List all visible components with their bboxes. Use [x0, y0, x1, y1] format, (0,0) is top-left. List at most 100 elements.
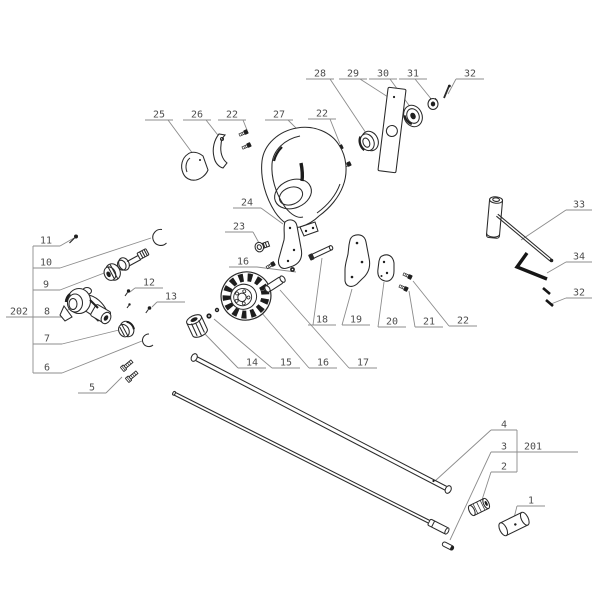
leader-12 — [129, 287, 163, 293]
part-socket-wrench — [485, 196, 554, 263]
leader-22-mid — [308, 118, 341, 145]
leader-16-upper — [229, 266, 297, 273]
leader-33 — [520, 209, 592, 241]
part-inner-shaft-3 — [172, 390, 455, 551]
callout-30: 30 — [377, 69, 389, 80]
callout-22-left: 22 — [226, 110, 238, 121]
part-outer-tube-4 — [190, 353, 452, 494]
part-clamp-shoe — [181, 151, 209, 181]
part-gearbox-8 — [59, 286, 112, 325]
leader-22-lower — [412, 280, 477, 327]
leader-32-top — [447, 78, 484, 95]
callout-23: 23 — [233, 222, 245, 233]
callout-7: 7 — [44, 334, 50, 345]
leader-18 — [308, 257, 336, 326]
callout-27: 27 — [273, 110, 285, 121]
leader-21 — [408, 290, 443, 328]
part-bracket-24 — [277, 219, 303, 269]
part-bracket-19 — [344, 234, 371, 287]
leader-6 — [33, 340, 143, 374]
callout-29: 29 — [347, 69, 359, 80]
callout-28: 28 — [314, 69, 326, 80]
callout-34: 34 — [573, 252, 585, 263]
callout-31: 31 — [407, 69, 419, 80]
screw-22-lower — [402, 271, 414, 281]
callout-3: 3 — [501, 442, 507, 453]
leader-10 — [33, 237, 152, 269]
callout-202: 202 — [10, 307, 28, 318]
callout-17: 17 — [357, 358, 369, 369]
callout-26: 26 — [191, 110, 203, 121]
part-circlip-6 — [141, 333, 154, 348]
part-hex-key — [514, 252, 548, 281]
leader-14 — [204, 333, 266, 369]
part-lock-nut — [427, 97, 439, 111]
part-cap-7 — [118, 320, 135, 338]
leader-11 — [33, 237, 75, 247]
part-flange-washer — [403, 104, 423, 128]
callout-21: 21 — [423, 317, 435, 328]
callout-18: 18 — [316, 315, 328, 326]
callout-22-mid: 22 — [316, 109, 328, 120]
callout-16-upper: 16 — [237, 257, 249, 268]
leader-201-bracket — [516, 430, 578, 472]
leader-29 — [339, 78, 389, 98]
bolt-5-a — [119, 358, 135, 373]
callout-11: 11 — [40, 236, 52, 247]
callout-24: 24 — [241, 198, 253, 209]
leader-3 — [449, 451, 517, 541]
callout-15: 15 — [280, 358, 292, 369]
part-circlip-10 — [152, 228, 167, 246]
part-screw-12 — [124, 289, 131, 309]
part-wheel-16 — [220, 271, 272, 321]
callout-32-top: 32 — [464, 69, 476, 80]
callout-1: 1 — [528, 496, 534, 507]
callout-8: 8 — [44, 307, 50, 318]
part-guard — [261, 126, 347, 237]
callout-2: 2 — [501, 462, 507, 473]
callout-14: 14 — [246, 358, 258, 369]
callout-25: 25 — [153, 110, 165, 121]
callout-16-lower: 16 — [317, 358, 329, 369]
leader-4 — [434, 429, 517, 482]
leader-15 — [213, 318, 300, 369]
leader-32-right — [550, 297, 592, 305]
callout-4: 4 — [501, 420, 507, 431]
part-bushing-2 — [467, 497, 491, 517]
leader-5 — [78, 376, 123, 394]
callout-12: 12 — [143, 278, 155, 289]
part-bolt-23 — [254, 240, 271, 253]
part-coupler-1 — [498, 511, 530, 537]
part-roller-pin-17 — [264, 275, 286, 293]
leader-23 — [225, 231, 260, 244]
callout-10: 10 — [40, 258, 52, 269]
callout-19: 19 — [350, 315, 362, 326]
callout-9: 9 — [43, 280, 49, 291]
part-hub-14 — [186, 314, 208, 338]
leader-13 — [151, 301, 185, 308]
part-screw-13 — [145, 306, 152, 314]
part-plate-20 — [377, 254, 395, 282]
part-clamp-band — [212, 133, 228, 169]
callout-5: 5 — [89, 383, 95, 394]
callout-13: 13 — [165, 292, 177, 303]
part-drive-shaft-9 — [103, 248, 150, 281]
part-clevis-pin-18 — [308, 245, 334, 261]
leader-24 — [233, 207, 284, 225]
callout-labels: 28 29 30 31 32 25 26 22 27 22 33 34 32 1… — [10, 69, 585, 507]
part-cup-washer — [358, 130, 379, 152]
bolt-16-upper-b — [290, 267, 295, 272]
leader-2 — [480, 471, 517, 504]
leader-lines — [6, 78, 592, 541]
screw-22-left-b — [241, 141, 253, 151]
leader-7 — [33, 329, 120, 345]
part-blade — [377, 86, 407, 174]
part-nuts-15 — [206, 307, 220, 319]
leader-19 — [341, 288, 370, 326]
callout-22-lower: 22 — [457, 316, 469, 327]
screw-22-left-a — [238, 128, 250, 138]
leader-25 — [145, 119, 197, 159]
part-pins-32 — [542, 287, 554, 307]
leader-16-lower — [260, 311, 337, 369]
